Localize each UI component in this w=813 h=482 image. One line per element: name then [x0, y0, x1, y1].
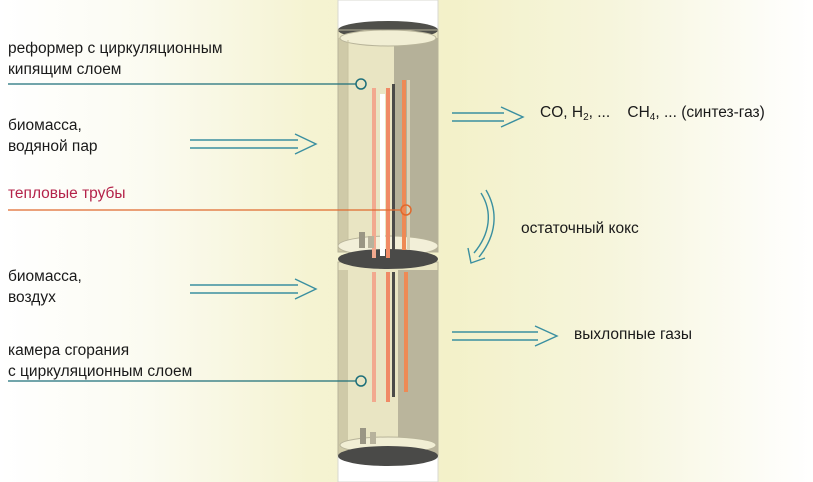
biomass-steam-arrow [190, 133, 318, 155]
syngas-ch-sub: 4 [649, 112, 656, 123]
biomass-air-label-line-2: воздух [8, 289, 56, 306]
syngas-label: CO, H2, ... CH4, ... (синтез-газ) [540, 102, 765, 128]
syngas-ch-tail: , ... (синтез-газ) [655, 104, 765, 121]
exhaust-arrow [452, 325, 559, 347]
residual-coke-arrow [467, 189, 495, 264]
reformer-label: реформер с циркуляционным кипящим слоем [8, 38, 223, 80]
residual-coke-label: остаточный кокс [521, 220, 639, 237]
combustion-label-line-1: камера сгорания [8, 342, 130, 359]
syngas-co-sub: 2 [583, 112, 589, 123]
heat-pipes-leader-dot [400, 204, 412, 216]
exhaust-label: выхлопные газы [574, 326, 692, 343]
syngas-co: CO, H [540, 104, 584, 121]
biomass-air-label: биомасса, воздух [8, 266, 82, 308]
biomass-steam-label-line-1: биомасса, [8, 117, 82, 134]
biomass-steam-label-line-2: водяной пар [8, 138, 98, 155]
reformer-leader-dot [355, 78, 367, 90]
biomass-steam-label: биомасса, водяной пар [8, 115, 98, 157]
combustion-label: камера сгорания с циркуляционным слоем [8, 340, 192, 382]
reformer-label-line-1: реформер с циркуляционным [8, 40, 223, 57]
distributor-plate [338, 249, 438, 269]
syngas-arrow [452, 106, 525, 128]
reformer-label-line-2: кипящим слоем [8, 61, 122, 78]
biomass-air-arrow [190, 278, 318, 300]
combustion-leader-dot [355, 375, 367, 387]
combustion-cylinder [337, 261, 439, 466]
biomass-air-label-line-1: биомасса, [8, 268, 82, 285]
syngas-ch: CH [627, 104, 650, 121]
heat-pipes-label: тепловые трубы [8, 185, 126, 202]
combustion-label-line-2: с циркуляционным слоем [8, 363, 193, 380]
syngas-co-tail: , ... [588, 104, 611, 121]
heat-pipes [359, 80, 410, 444]
